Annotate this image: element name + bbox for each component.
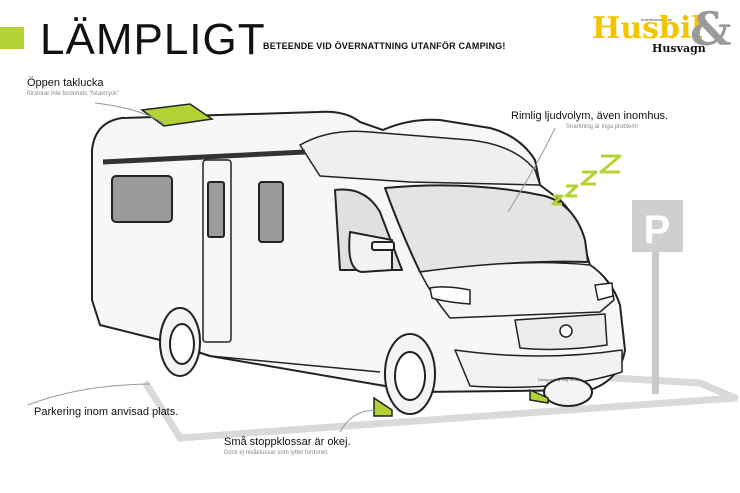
chocks-annotation-note: Dock ej nivåklossar som lyfter fordonet. bbox=[224, 450, 329, 456]
sleep-symbol bbox=[551, 154, 622, 206]
wheel-chock-rear bbox=[529, 388, 549, 404]
wheels bbox=[159, 307, 593, 415]
chocks-annotation-title: Små stoppklossar är okej. bbox=[224, 436, 351, 448]
logo-url: husbilhusvagn.se bbox=[641, 17, 672, 22]
logo-husbil: Husbil bbox=[592, 11, 703, 46]
parking-annotation-title: Parkering inom anvisad plats. bbox=[34, 406, 179, 418]
vehicle-badge: Designed by Villy Wölke bbox=[538, 377, 582, 382]
page-title: LÄMPLIGT bbox=[40, 15, 266, 64]
logo-ampersand: & bbox=[690, 2, 732, 56]
hatch-annotation-note: förstorar inte fordonets "fotavtryck" bbox=[27, 91, 119, 97]
accent-block bbox=[0, 27, 24, 49]
page-subtitle: BETEENDE VID ÖVERNATTNING UTANFÖR CAMPIN… bbox=[263, 41, 506, 51]
logo-husvagn: Husvagn bbox=[652, 42, 706, 55]
motorhome-body bbox=[91, 110, 626, 393]
parking-sign: P bbox=[632, 200, 683, 394]
volume-annotation-note: Snarkning är inga problem! bbox=[566, 124, 639, 130]
wheel-chock-front bbox=[373, 396, 393, 417]
hatch-annotation-title: Öppen taklucka bbox=[27, 77, 104, 89]
volume-annotation-title: Rimlig ljudvolym, även inomhus. bbox=[511, 110, 669, 122]
callout-lines bbox=[27, 102, 556, 433]
parking-sign-letter: P bbox=[644, 208, 671, 252]
